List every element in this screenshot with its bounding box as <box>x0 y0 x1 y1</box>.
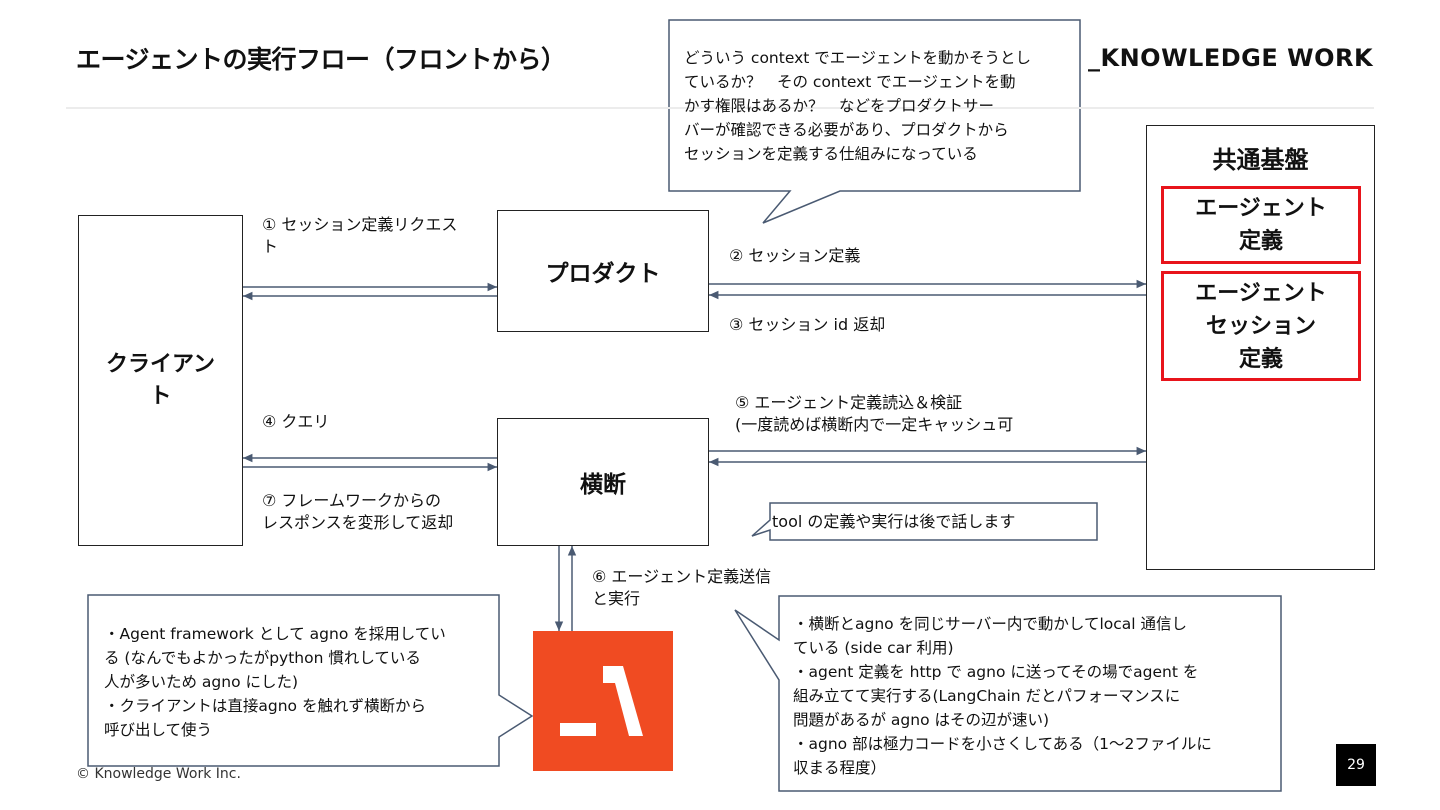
edge-label-7: ⑦ フレームワークからの レスポンスを変形して返却 <box>262 491 454 532</box>
edge-label-4: ④ クエリ <box>262 412 330 431</box>
node-agent-session-definition: エージェント セッション 定義 <box>1161 271 1361 381</box>
edge-label-3: ③ セッション id 返却 <box>729 315 886 334</box>
callout-agno-right-text: ・横断とagno を同じサーバー内で動かしてlocal 通信し ている (sid… <box>793 615 1212 777</box>
slide-title: エージェントの実行フロー（フロントから） <box>76 45 566 74</box>
agno-logo-icon <box>533 631 673 771</box>
edge-label-1: ① セッション定義リクエス ト <box>262 215 458 256</box>
brand-logo-text: _KNOWLEDGE WORK <box>1088 44 1374 72</box>
callout-agno-left-shape <box>87 594 534 767</box>
callout-top-text: どういう context でエージェントを動かそうとし ているか？ その con… <box>684 49 1031 163</box>
node-oudan-label: 横断 <box>580 472 626 498</box>
callout-tool-text: tool の定義や実行は後で話します <box>772 512 1016 531</box>
edge-label-6: ⑥ エージェント定義送信 と実行 <box>592 567 772 608</box>
node-product: プロダクト <box>497 210 709 332</box>
callout-agno-right-shape <box>734 595 1282 792</box>
page-number: 29 <box>1336 744 1376 786</box>
node-oudan: 横断 <box>497 418 709 546</box>
node-agent-definition: エージェント 定義 <box>1161 186 1361 264</box>
edge-label-2: ② セッション定義 <box>729 246 861 265</box>
callout-agno-left-text: ・Agent framework として agno を採用してい る (なんでも… <box>104 625 446 739</box>
node-client: クライアン ト <box>78 215 243 546</box>
title-divider <box>66 107 1374 109</box>
copyright-footer: © Knowledge Work Inc. <box>76 766 241 782</box>
callout-top-shape <box>668 19 1081 224</box>
node-product-label: プロダクト <box>545 261 661 287</box>
node-client-label: クライアン ト <box>105 351 216 409</box>
callout-tool-shape <box>751 502 1098 541</box>
platform-title: 共通基盤 <box>1212 146 1309 174</box>
node-common-platform: 共通基盤 エージェント 定義 エージェント セッション 定義 <box>1146 125 1375 570</box>
edge-label-5: ⑤ エージェント定義読込＆検証 (一度読めば横断内で一定キャッシュ可 <box>735 393 1014 434</box>
